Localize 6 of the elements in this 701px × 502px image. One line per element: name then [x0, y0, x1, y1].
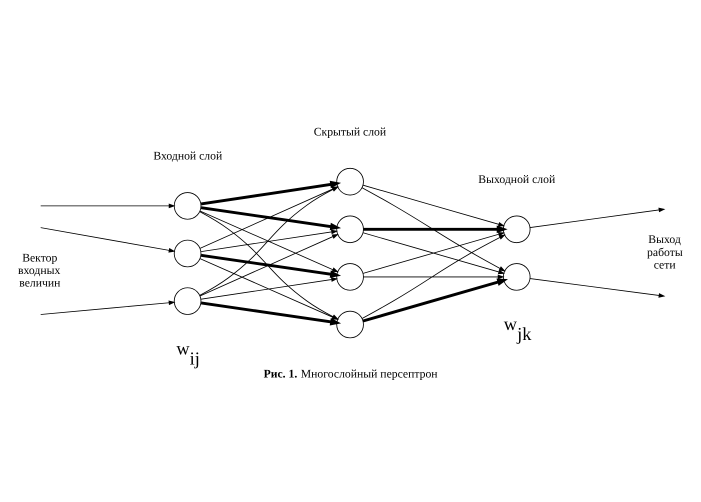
- label: Вектор входных величин: [18, 252, 60, 290]
- label: Выходной слой: [478, 173, 556, 186]
- label: Скрытый слой: [314, 125, 386, 138]
- label: Выход работы сети: [647, 233, 683, 272]
- label: Входной слой: [153, 150, 222, 163]
- caption: Рис. 1. Многослойный персептрон: [264, 367, 438, 380]
